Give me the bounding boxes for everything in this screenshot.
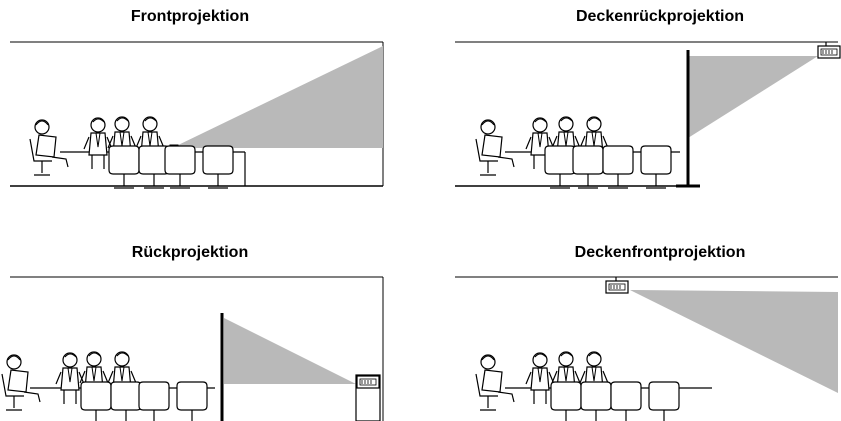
projection-beam: [688, 56, 818, 138]
projector-icon: [606, 281, 628, 293]
projector-icon: [818, 46, 840, 58]
projection-beam: [630, 290, 838, 393]
chair-icon: [81, 382, 111, 421]
person-icon: [2, 355, 40, 410]
chair-icon: [139, 382, 169, 421]
person-icon: [476, 355, 514, 410]
panel-ceiling-front-projection: [455, 277, 838, 421]
chair-icon: [581, 382, 611, 421]
projection-beam: [224, 318, 356, 384]
person-icon: [56, 353, 84, 404]
chair-icon: [603, 146, 633, 188]
chair-icon: [165, 146, 195, 188]
projector-icon: [357, 376, 379, 388]
person-icon: [526, 353, 554, 404]
person-icon: [84, 118, 112, 169]
chair-icon: [109, 146, 139, 188]
chair-icon: [611, 382, 641, 421]
chair-icon: [111, 382, 141, 421]
person-icon: [476, 120, 514, 175]
panel-front-projection: [10, 42, 383, 188]
chair-icon: [203, 146, 233, 188]
projection-beam: [172, 46, 383, 148]
chair-icon: [177, 382, 207, 421]
chair-icon: [545, 146, 575, 188]
person-icon: [30, 120, 68, 175]
panel-rear-projection: [2, 277, 383, 421]
chair-icon: [649, 382, 679, 421]
chair-icon: [551, 382, 581, 421]
panel-ceiling-rear-projection: [455, 42, 840, 188]
chair-icon: [573, 146, 603, 188]
chair-icon: [641, 146, 671, 188]
